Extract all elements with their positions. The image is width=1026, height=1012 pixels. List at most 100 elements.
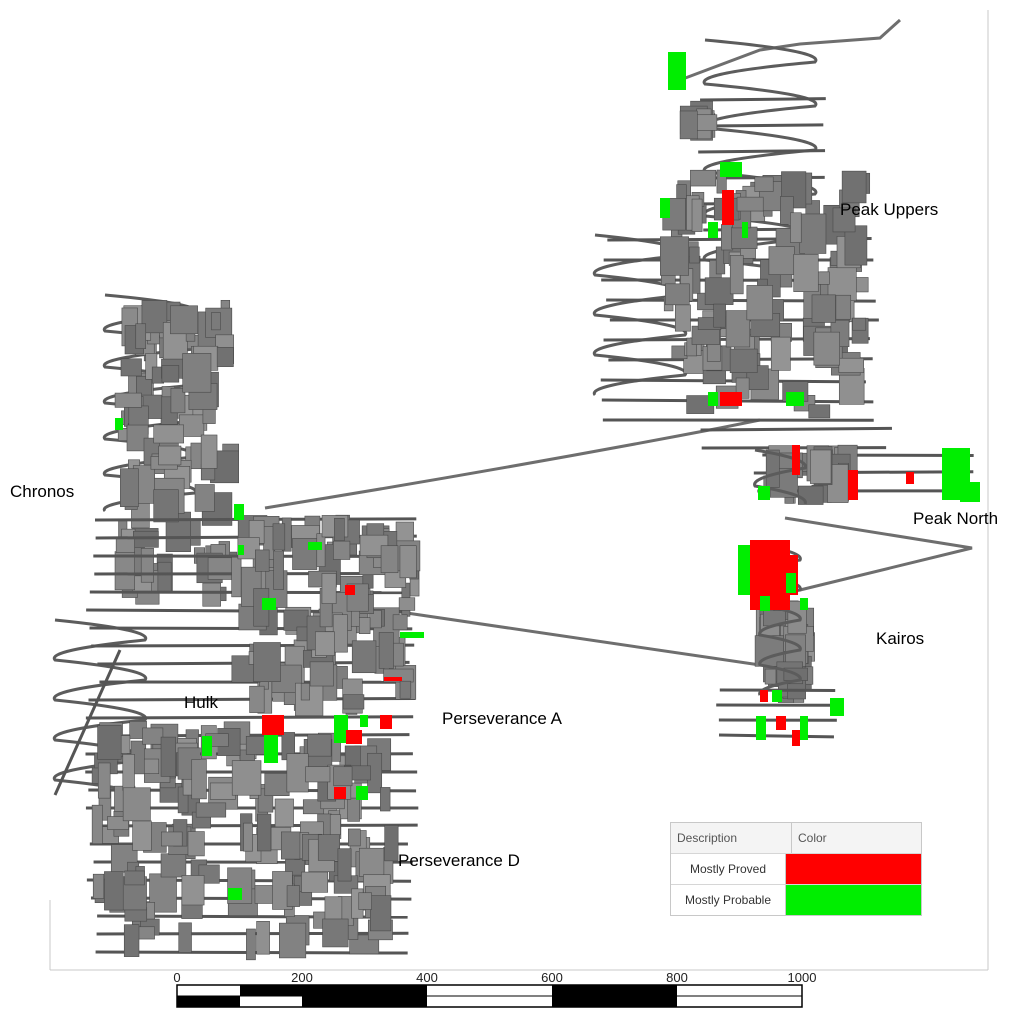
stope-shape <box>713 303 726 328</box>
stope-shape <box>153 424 184 444</box>
stope-shape <box>810 449 832 484</box>
stope-shape <box>835 294 852 320</box>
stope-shape <box>780 196 794 225</box>
stope-shape <box>689 246 700 264</box>
level-drive <box>700 426 892 432</box>
stope-shape <box>122 787 151 822</box>
stope-shape <box>209 782 236 800</box>
stope-shape <box>161 365 180 383</box>
probable-block <box>708 222 718 238</box>
stope-shape <box>690 169 717 187</box>
stope-shape <box>181 875 205 906</box>
label-chronos: Chronos <box>10 482 74 501</box>
scale-tick-label: 600 <box>541 970 563 985</box>
stope-shape <box>207 557 236 580</box>
stope-shape <box>272 523 286 551</box>
stope-shape <box>344 745 361 769</box>
probable-block <box>356 786 368 800</box>
stope-shape <box>380 787 391 812</box>
stope-shape <box>91 804 103 845</box>
proved-block <box>776 716 786 730</box>
stope-shape <box>182 353 212 393</box>
stope-shape <box>398 597 416 611</box>
stope-shape <box>120 358 142 377</box>
probable-block <box>800 598 808 610</box>
level-drive <box>700 97 826 102</box>
stope-shape <box>332 614 348 653</box>
stope-shape <box>691 198 703 232</box>
decline-ramp <box>102 293 198 513</box>
stope-shape <box>333 540 351 560</box>
stope-shape <box>301 871 329 893</box>
stope-shape <box>704 277 734 305</box>
stope-shape <box>114 392 142 408</box>
stope-shape <box>195 802 227 818</box>
stope-shape <box>380 545 399 574</box>
proved-block <box>345 585 355 595</box>
stope-shape <box>161 831 183 847</box>
probable-block <box>742 222 748 238</box>
stope-shape <box>141 300 168 334</box>
probable-block <box>400 632 424 638</box>
level-drive <box>704 123 824 128</box>
stope-shape <box>178 922 192 953</box>
connecting-declines <box>264 18 973 667</box>
stope-shape <box>399 545 417 579</box>
stope-shape <box>736 196 764 212</box>
stope-shape <box>246 928 256 961</box>
stope-shape <box>674 304 691 332</box>
proved-block <box>906 472 914 484</box>
legend-swatch-probable <box>786 885 921 915</box>
probable-block <box>262 598 276 610</box>
stope-shape <box>358 847 385 877</box>
probable-block <box>772 690 782 702</box>
stope-shape <box>254 885 276 904</box>
proved-block <box>792 445 800 475</box>
stope-shape <box>135 323 147 349</box>
stope-shape <box>316 533 326 567</box>
stope-shape <box>399 680 412 699</box>
stope-shape <box>322 918 349 948</box>
stope-shape <box>660 236 689 276</box>
stope-shape <box>838 357 865 373</box>
proved-block <box>346 730 362 744</box>
stope-shape <box>746 285 773 321</box>
proved-block <box>792 730 800 746</box>
stope-shape <box>255 549 270 572</box>
probable-block <box>800 716 808 740</box>
probable-block <box>115 418 123 430</box>
stope-shape <box>797 485 824 505</box>
stope-shape <box>249 685 265 713</box>
stope-shape <box>324 896 343 922</box>
scale-tick-label: 0 <box>173 970 180 985</box>
stope-shape <box>124 870 145 886</box>
stope-shape <box>811 294 836 323</box>
proved-block <box>722 190 734 225</box>
stope-shape <box>253 642 281 682</box>
label-peak-uppers: Peak Uppers <box>840 200 938 219</box>
stope-shape <box>309 661 334 687</box>
stope-shape <box>317 834 340 861</box>
legend-label-probable: Mostly Probable <box>671 885 786 915</box>
label-perseverance-a: Perseverance A <box>442 709 563 728</box>
label-hulk: Hulk <box>184 693 219 712</box>
stope-shape <box>307 733 332 757</box>
probable-block <box>720 162 742 177</box>
stope-shape <box>841 170 867 204</box>
stope-shape <box>194 484 215 512</box>
probable-block <box>238 545 244 555</box>
probable-block <box>660 198 670 218</box>
reserve-blocks <box>115 52 980 900</box>
proved-block <box>334 787 346 799</box>
stope-shape <box>286 885 300 907</box>
stope-shape <box>329 814 341 836</box>
stope-shape <box>157 561 172 593</box>
legend-header-description: Description <box>671 823 792 853</box>
stope-shape <box>370 895 392 932</box>
stope-shape <box>170 387 186 414</box>
stope-shape <box>170 305 198 335</box>
stope-shape <box>160 853 187 878</box>
stope-shape <box>160 736 177 777</box>
stope-shape <box>337 848 352 882</box>
stope-shape <box>813 331 840 366</box>
